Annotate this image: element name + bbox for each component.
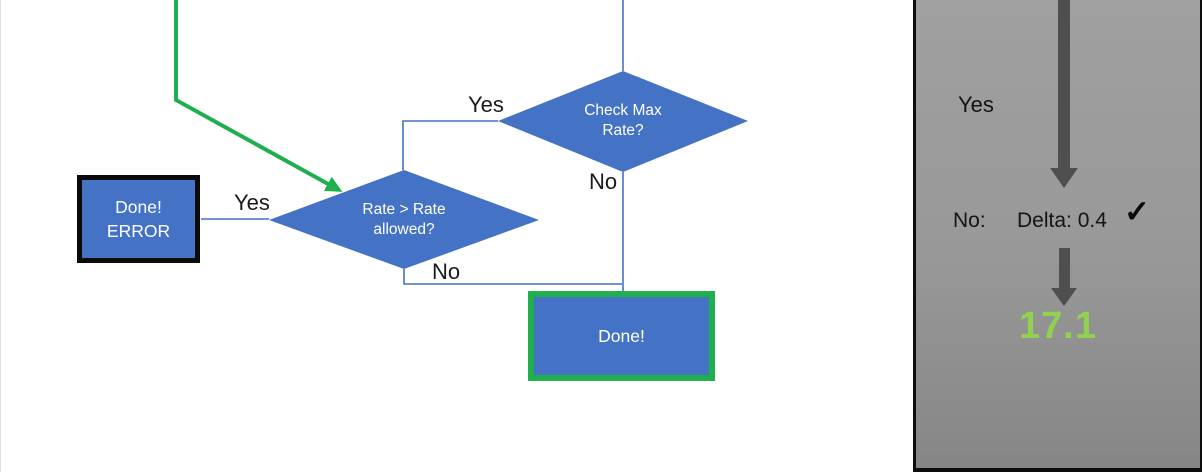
done-label: Done! (598, 325, 645, 346)
panel-delta-value: Delta: 0.4 (1017, 209, 1107, 232)
green-path-arrow (174, 0, 343, 192)
diamond-check-max-rate (498, 71, 748, 172)
diamond-rate-allowed (269, 170, 539, 269)
panel-result-value: 17.1 (1019, 305, 1097, 347)
panel-no-label: No: (953, 209, 986, 232)
connector-check-yes (402, 120, 498, 170)
small-down-arrow-head (1051, 288, 1077, 306)
done-error-line2: ERROR (106, 221, 171, 241)
done-error-node: Done! ERROR (77, 175, 200, 263)
panel-yes-label: Yes (958, 92, 994, 117)
edge-label-check-yes: Yes (468, 92, 504, 117)
annotation-panel: Yes No: Delta: 0.4 ✓ 17.1 (913, 0, 1202, 472)
done-error-line1: Done! (115, 196, 162, 217)
flowchart-canvas (174, 0, 748, 291)
checkmark-icon: ✓ (1124, 194, 1150, 229)
edge-label-check-no: No (589, 169, 618, 194)
flowchart-slide: Check Max Rate? Rate > Rate allowed? Don… (0, 0, 748, 472)
done-node: Done! (528, 291, 715, 381)
big-down-arrow-head (1050, 168, 1078, 188)
big-down-arrow-shaft (1058, 0, 1070, 168)
panel-arrows (1050, 0, 1078, 306)
edge-label-rate-yes: Yes (234, 190, 270, 215)
small-down-arrow-shaft (1059, 248, 1070, 288)
connector-rate-no (403, 269, 622, 285)
edge-label-rate-no: No (432, 259, 461, 284)
